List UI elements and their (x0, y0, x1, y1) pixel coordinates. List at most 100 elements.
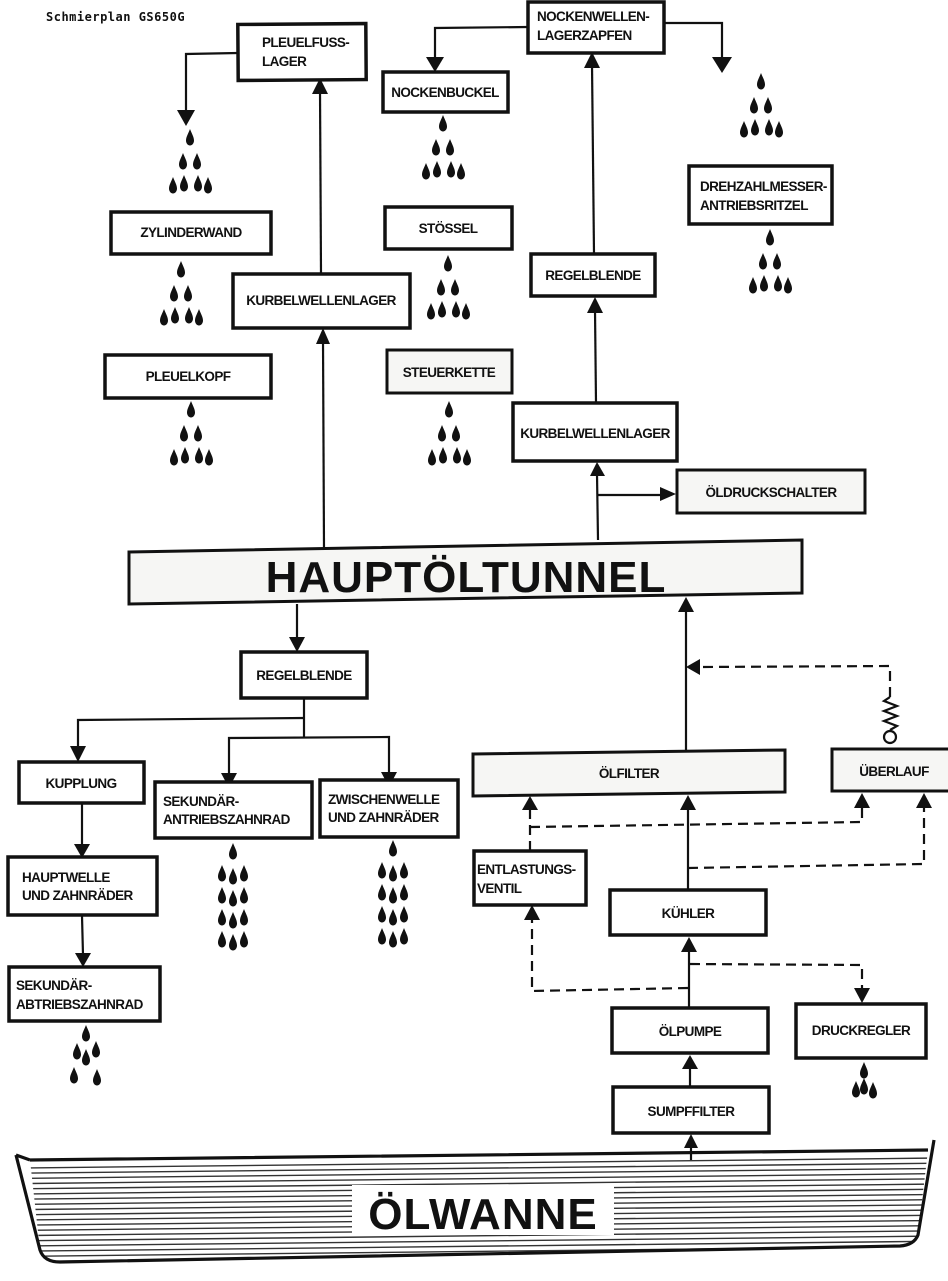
oil-drop-icon (775, 121, 783, 138)
hatch-line (30, 1235, 928, 1247)
arrow-head (74, 844, 90, 858)
arrow-head (584, 52, 600, 68)
node-nockenwellenlagerzapfen: NOCKENWELLEN- LAGERZAPFEN (526, 0, 666, 55)
node-stoessel: STÖSSEL (383, 205, 514, 251)
svg-text:ENTLASTUNGS-: ENTLASTUNGS- (477, 862, 576, 877)
valve-ball-icon (882, 729, 898, 745)
node-pleuelfusslager: PLEUELFUSS- LAGER (236, 21, 368, 83)
arrow-head (680, 795, 696, 810)
svg-text:NOCKENBUCKEL: NOCKENBUCKEL (391, 85, 499, 100)
oil-drop-icon (184, 285, 192, 302)
node-zwischenwelle: ZWISCHENWELLE UND ZAHNRÄDER (318, 778, 460, 839)
oil-drop-icon (93, 1069, 101, 1086)
edge-tunnel-kwl-left (321, 339, 326, 549)
oil-drop-icon (195, 447, 203, 464)
oil-drop-icon (757, 73, 765, 90)
svg-text:HAUPTÖLTUNNEL: HAUPTÖLTUNNEL (266, 553, 667, 602)
node-hauptwelle: HAUPTWELLE UND ZAHNRÄDER (6, 855, 159, 917)
oil-drop-icon (218, 931, 226, 948)
oil-drop-icon (177, 261, 185, 278)
oil-drop-icon (400, 906, 408, 923)
arrow-head (590, 462, 605, 476)
edge-hauptwelle-sekundaer (80, 915, 85, 956)
arrow-head (316, 328, 330, 344)
oil-drop-icon (187, 401, 195, 418)
oil-drop-icon (229, 868, 237, 885)
node-entlastungsventil: ENTLASTUNGS- VENTIL (472, 849, 588, 907)
oil-drop-icon (766, 229, 774, 246)
oil-drop-icon (389, 840, 397, 857)
oil-drop-icon (170, 449, 178, 466)
edge-kuehler-ueberlauf (687, 808, 926, 870)
edge-regelblende-nockenwelle (590, 63, 596, 255)
oil-drop-icon (438, 425, 446, 442)
node-ueberlauf: ÜBERLAUF (830, 747, 948, 793)
diagram-title: Schmierplan GS650G (46, 10, 186, 24)
oil-drop-icon (869, 1082, 877, 1099)
oil-drop-icon (740, 121, 748, 138)
svg-text:KURBELWELLENLAGER: KURBELWELLENLAGER (246, 293, 396, 308)
arrow-head (289, 637, 305, 652)
arrow-head (682, 1055, 698, 1069)
connectors (70, 21, 732, 1160)
oil-drop-icon (195, 309, 203, 326)
svg-text:ÖLFILTER: ÖLFILTER (599, 766, 660, 781)
oil-drop-icon (218, 887, 226, 904)
edge-ueberlauf-tunnel (697, 664, 892, 697)
oil-drop-icon (181, 447, 189, 464)
svg-text:DREHZAHLMESSER-: DREHZAHLMESSER- (700, 179, 827, 194)
oil-drop-icon (389, 909, 397, 926)
node-kurbelwellenlager-left: KURBELWELLENLAGER (231, 272, 412, 330)
oil-drop-icon (764, 97, 772, 114)
oil-drop-icon (452, 301, 460, 318)
oil-drop-icon (389, 931, 397, 948)
svg-text:ANTRIEBSZAHNRAD: ANTRIEBSZAHNRAD (163, 812, 291, 827)
oil-drop-icon (438, 301, 446, 318)
oil-drop-icon (240, 865, 248, 882)
oil-drop-icon (428, 449, 436, 466)
svg-text:REGELBLENDE: REGELBLENDE (256, 668, 352, 683)
hatch-line (30, 1172, 928, 1185)
node-kuehler: KÜHLER (608, 888, 768, 937)
svg-text:SUMPFFILTER: SUMPFFILTER (648, 1104, 736, 1119)
oil-drop-icon (751, 119, 759, 136)
svg-text:LAGER: LAGER (262, 54, 307, 69)
oil-drop-icon (452, 425, 460, 442)
oil-drop-icon (437, 279, 445, 296)
svg-text:PLEUELKOPF: PLEUELKOPF (146, 369, 231, 384)
edge-tunnel-kwl-right (595, 473, 600, 541)
oil-drop-icon (774, 275, 782, 292)
svg-text:KURBELWELLENLAGER: KURBELWELLENLAGER (520, 426, 670, 441)
arrow-head (686, 659, 700, 675)
spring-icon (880, 696, 901, 731)
oil-drop-icon (444, 255, 452, 272)
node-pleuelkopf: PLEUELKOPF (103, 353, 273, 400)
arrow-head (916, 793, 932, 808)
node-oelfilter: ÖLFILTER (471, 748, 787, 798)
oil-drop-icon (240, 931, 248, 948)
oil-drop-icon (446, 139, 454, 156)
oil-drop-icon (453, 447, 461, 464)
oil-drop-icon (433, 161, 441, 178)
oil-drop-icon (229, 890, 237, 907)
oil-drop-icon (378, 928, 386, 945)
oil-drop-icon (439, 115, 447, 132)
svg-text:VENTIL: VENTIL (477, 881, 522, 896)
arrow-head (522, 796, 538, 810)
oil-drop-icon (457, 163, 465, 180)
oil-drop-icon (422, 163, 430, 180)
arrow-head (684, 1134, 698, 1148)
svg-text:NOCKENWELLEN-: NOCKENWELLEN- (537, 9, 649, 24)
oil-drop-icon (92, 1041, 100, 1058)
edge-regelblende-kupplung (76, 716, 305, 750)
arrow-head (678, 597, 694, 612)
svg-text:SEKUNDÄR-: SEKUNDÄR- (16, 978, 92, 993)
oil-drop-icon (400, 928, 408, 945)
pan-label-bg (352, 1185, 614, 1235)
arrow-head (854, 988, 870, 1003)
hatch-line (30, 1157, 928, 1169)
node-steuerkette: STEUERKETTE (385, 348, 514, 395)
oil-drop-icon (204, 177, 212, 194)
arrow-head (681, 937, 697, 952)
svg-text:REGELBLENDE: REGELBLENDE (545, 268, 641, 283)
